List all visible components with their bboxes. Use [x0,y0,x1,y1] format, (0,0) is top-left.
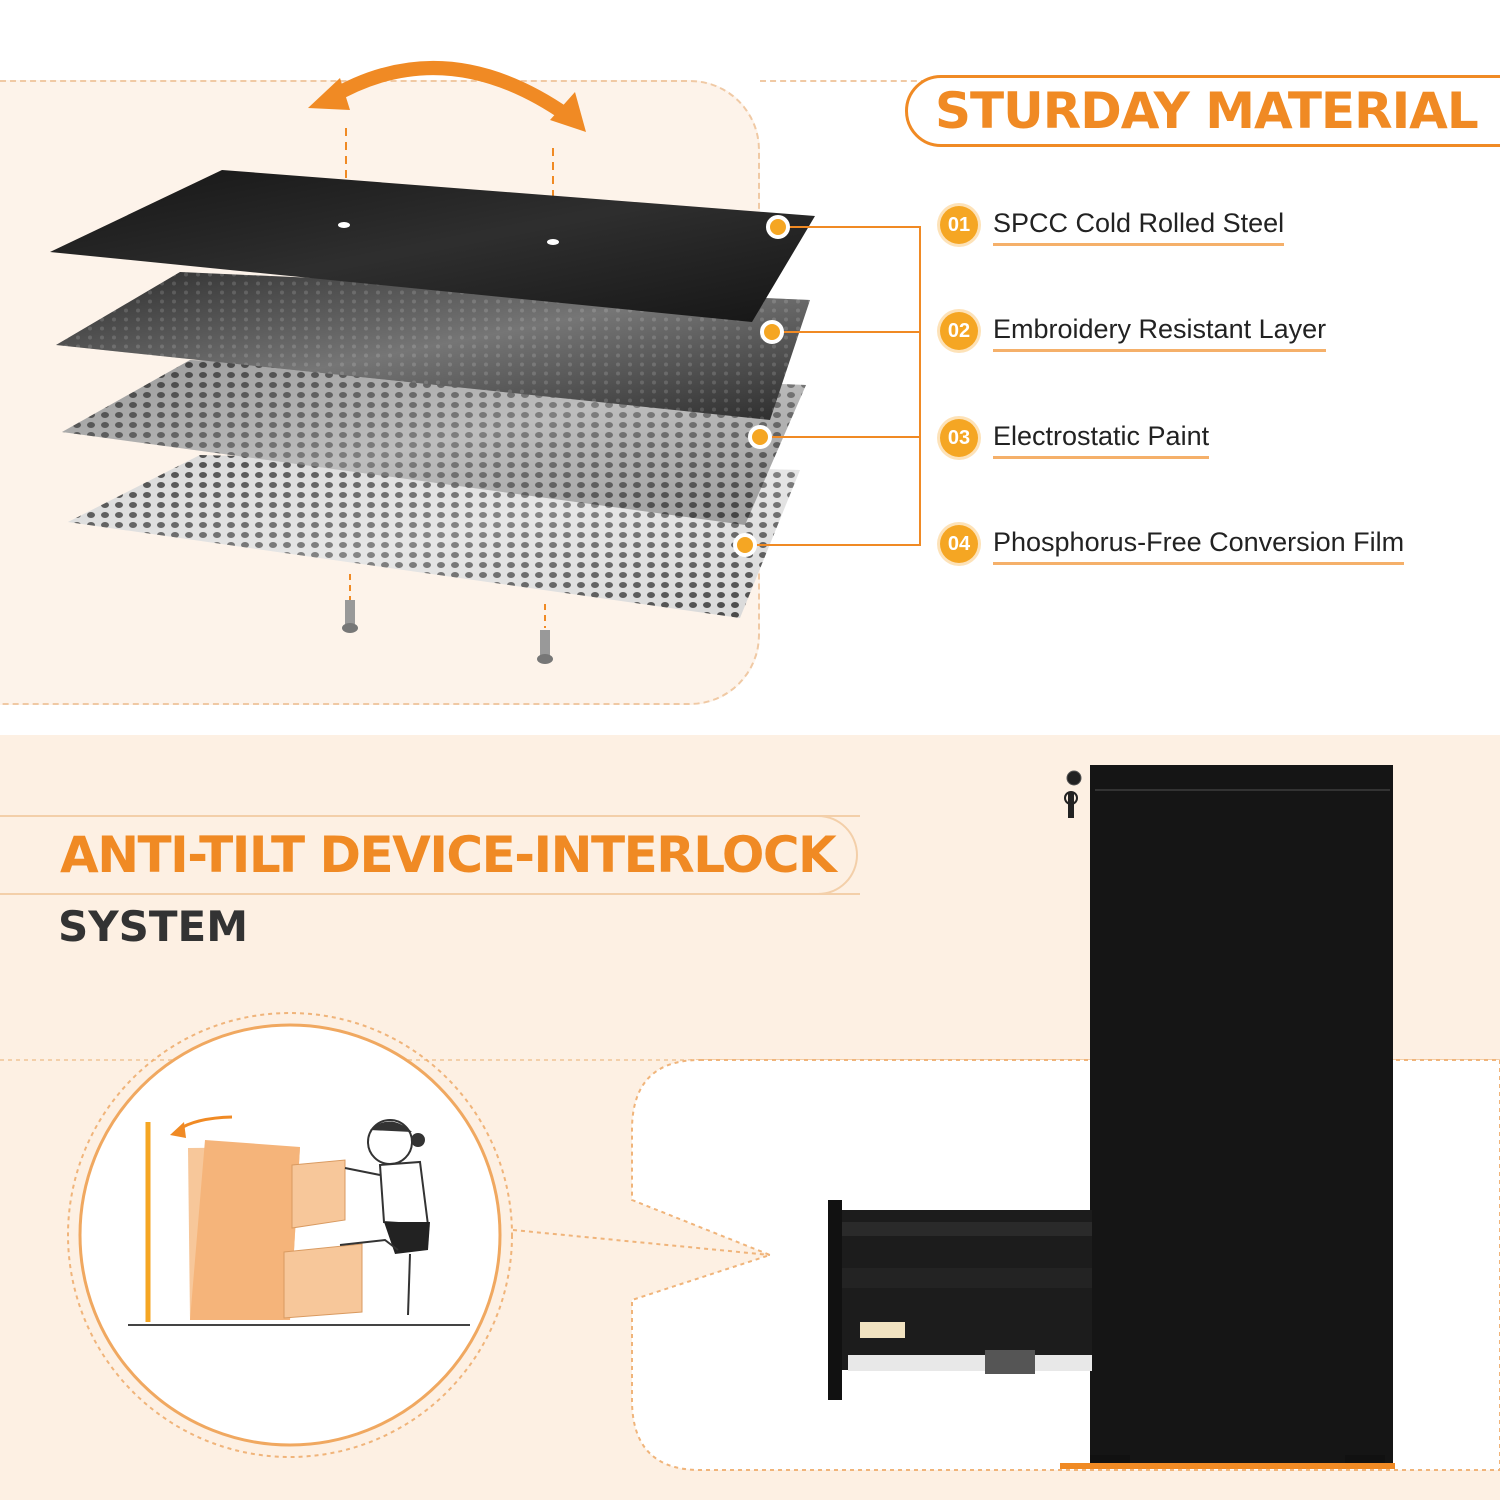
child-climbing-icon [339,1119,430,1316]
feature-number-badge: 01 [940,206,978,244]
anti-tilt-subtitle: SYSTEM [58,902,249,951]
filing-cabinet-icon [828,765,1395,1469]
feature-label: Electrostatic Paint [993,421,1210,459]
feature-label: SPCC Cold Rolled Steel [993,208,1285,246]
material-layers-illustration [50,61,921,664]
feature-label: Embroidery Resistant Layer [993,314,1327,352]
material-title: STURDAY MATERIAL [935,82,1479,140]
material-title-frame [905,75,1500,147]
feature-label: Phosphorus-Free Conversion Film [993,527,1405,565]
tipping-dresser-icon [128,1115,470,1326]
layer-cold-rolled-steel [50,170,815,322]
anti-tilt-title: ANTI-TILT DEVICE-INTERLOCK [60,826,837,884]
screw-icon [537,630,553,664]
divider-line [0,815,860,817]
feature-number-badge: 04 [940,525,978,563]
rotation-arrow-icon [308,61,586,132]
layer-resistant [56,272,810,420]
divider-line [0,893,860,895]
screw-icon [342,600,358,633]
anti-tilt-title-frame [560,815,858,895]
anti-tilt-illustration [0,765,1500,1471]
feature-number-badge: 02 [940,312,978,350]
feature-number-badge: 03 [940,419,978,457]
